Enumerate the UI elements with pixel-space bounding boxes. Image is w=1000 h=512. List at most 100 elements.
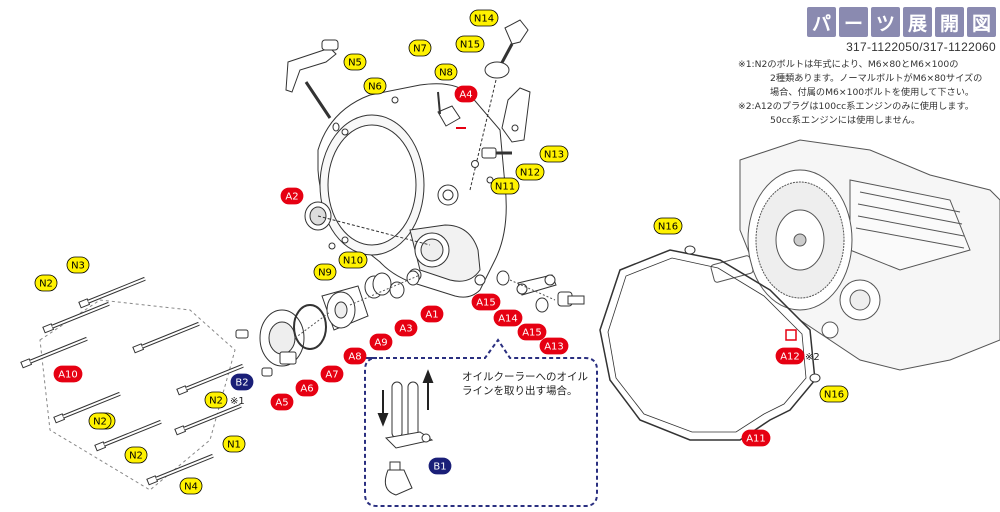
part-label-n4: N4 <box>179 477 203 495</box>
kick-arm <box>285 39 339 119</box>
part-label-n8: N8 <box>434 63 458 81</box>
part-label-a1: A1 <box>420 305 444 323</box>
oil-cooler-note: オイルクーラーへのオイル ラインを取り出す場合。 <box>462 370 588 398</box>
part-label-a3: A3 <box>394 319 418 337</box>
oil-lines <box>384 381 434 496</box>
dipstick-guide-line <box>469 79 497 191</box>
note-1-line-3: 場合、付属のM6×100ボルトを使用して下さい。 <box>770 87 975 98</box>
part-label-text: A11 <box>746 434 766 445</box>
title-char: 展 <box>903 7 932 37</box>
flow-arrows <box>377 369 434 427</box>
engine-block <box>710 139 1000 371</box>
part-label-text: A15 <box>522 328 542 339</box>
part-label-a10: A10 <box>53 365 83 383</box>
guide-lines <box>294 274 556 339</box>
part-label-text: N5 <box>348 58 362 69</box>
part-label-text: N16 <box>824 390 844 401</box>
clutch-arm <box>501 87 531 143</box>
banjo-fitting <box>516 274 557 296</box>
part-label-text: N11 <box>495 182 515 193</box>
o-ring-a7 <box>293 304 327 350</box>
part-label-text: A14 <box>498 314 518 325</box>
part-label-text: N14 <box>474 14 494 25</box>
n16-dowel-top <box>684 245 696 255</box>
part-label-a9: A9 <box>369 333 393 351</box>
part-label-n15: N15 <box>455 35 485 53</box>
part-label-text: A12 <box>780 352 800 363</box>
oil-cooler-note-line-1: オイルクーラーへのオイル <box>462 371 588 383</box>
part-label-text: A9 <box>374 338 387 349</box>
part-label-a6: A6 <box>295 379 319 397</box>
part-label-b2: B2 <box>230 373 254 391</box>
part-label-text: A1 <box>425 310 438 321</box>
dipstick-oring <box>484 61 510 79</box>
adjuster-bolt <box>481 147 512 159</box>
seal-guide-line <box>317 215 431 246</box>
footnote-mark-a12: ※2 <box>805 352 820 363</box>
title-char: ツ <box>871 7 900 37</box>
part-label-text: B2 <box>235 378 248 389</box>
part-label-text: A5 <box>275 398 288 409</box>
part-label-a8: A8 <box>343 347 367 365</box>
part-label-a7: A7 <box>320 365 344 383</box>
part-label-text: N16 <box>658 222 678 233</box>
n11-washer <box>471 160 479 168</box>
part-label-text: A3 <box>399 324 412 335</box>
part-label-text: N9 <box>318 268 332 279</box>
part-label-n12: N12 <box>515 163 545 181</box>
part-label-n16: N16 <box>653 217 683 235</box>
clutch-cover <box>317 83 507 298</box>
title-char: ー <box>839 7 868 37</box>
part-label-text: N3 <box>71 261 85 272</box>
part-label-n6: N6 <box>363 77 387 95</box>
part-label-text: A10 <box>58 370 78 381</box>
part-label-text: N8 <box>439 68 453 79</box>
note-2-line-2: 50cc系エンジンには使用しません。 <box>770 115 921 126</box>
part-label-text: N15 <box>460 40 480 51</box>
title-char: 開 <box>935 7 964 37</box>
part-label-a13: A13 <box>539 337 569 355</box>
part-label-a15: A15 <box>517 323 547 341</box>
part-label-n2: N2 <box>88 412 112 430</box>
part-label-n2: N2 <box>204 391 228 409</box>
note-2-line-1: ※2:A12のプラグは100cc系エンジンのみに使用します。 <box>738 101 974 112</box>
part-label-n10: N10 <box>338 251 368 269</box>
part-label-text: N13 <box>544 150 564 161</box>
part-label-text: N2 <box>209 396 223 407</box>
part-label-n16: N16 <box>819 385 849 403</box>
part-label-text: N4 <box>184 482 198 493</box>
part-label-text: A2 <box>285 192 298 203</box>
n10-part <box>341 236 349 244</box>
part-label-n9: N9 <box>313 263 337 281</box>
part-label-b1: B1 <box>428 457 452 475</box>
gasket <box>599 249 816 441</box>
part-label-text: N2 <box>39 279 53 290</box>
part-label-text: A13 <box>544 342 564 353</box>
part-label-n1: N1 <box>222 435 246 453</box>
n9-part <box>328 242 336 250</box>
part-label-text: N10 <box>343 256 363 267</box>
a5-bolt <box>235 329 249 339</box>
part-label-text: A8 <box>348 352 361 363</box>
part-label-n5: N5 <box>343 53 367 71</box>
n8-bracket <box>437 91 461 127</box>
part-label-text: N6 <box>368 82 382 93</box>
filter-spring <box>364 272 392 299</box>
part-label-text: N12 <box>520 168 540 179</box>
note-1-line-2: 2種類あります。ノーマルボルトがM6×80サイズの <box>770 73 983 84</box>
part-label-a12: A12 <box>775 347 805 365</box>
gasket-inner <box>607 257 807 433</box>
part-label-text: B1 <box>433 462 446 473</box>
kick-washer <box>332 122 340 132</box>
oil-cooler-inset <box>364 338 598 507</box>
footnote-mark-n2: ※1 <box>230 396 245 407</box>
part-label-n7: N7 <box>408 39 432 57</box>
part-label-n3: N3 <box>66 256 90 274</box>
part-label-n11: N11 <box>490 177 520 195</box>
part-label-text: N7 <box>413 44 427 55</box>
filter-cover <box>259 309 305 367</box>
part-label-text: A4 <box>459 90 472 101</box>
part-label-a5: A5 <box>270 393 294 411</box>
part-label-n2: N2 <box>34 274 58 292</box>
